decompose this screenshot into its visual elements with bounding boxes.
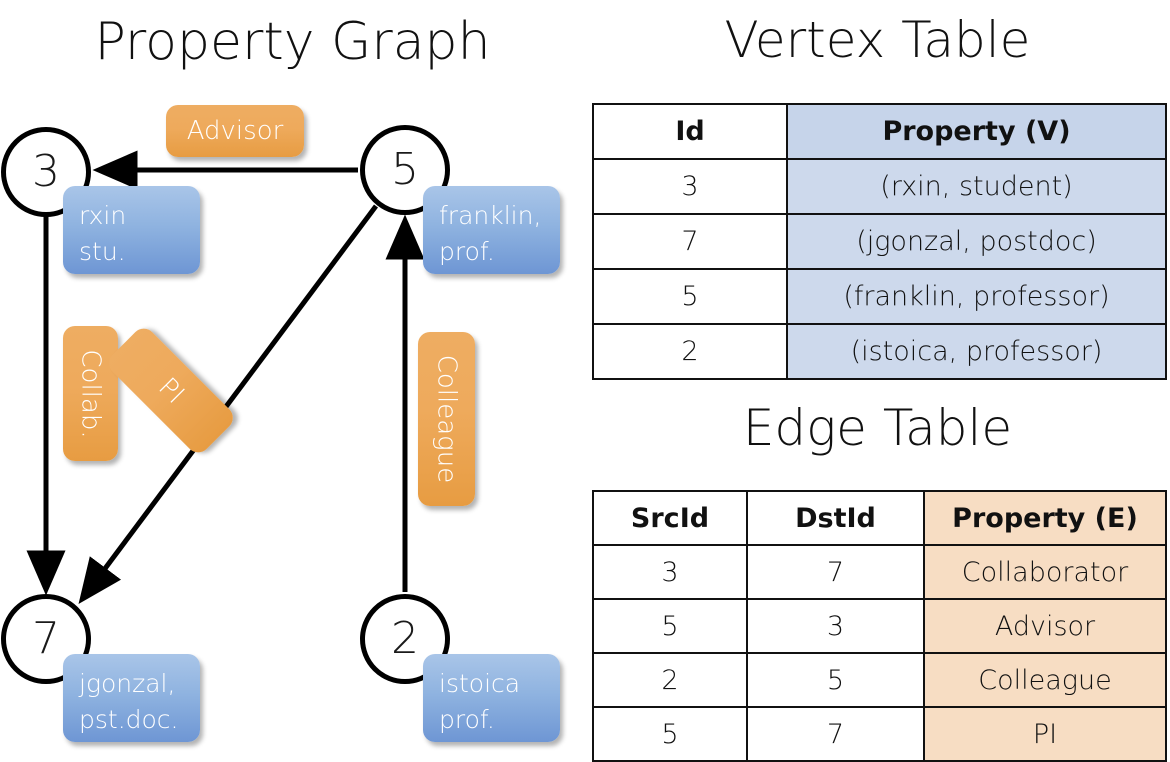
- property-graph-canvas: 3 5 7 2 rxin stu. franklin, prof. jgonza…: [0, 0, 585, 760]
- edge-cell-srcid: 3: [592, 544, 748, 600]
- edge-label-collab: Collab.: [63, 326, 118, 461]
- vertex-cell-property: (jgonzal, postdoc): [786, 213, 1167, 270]
- edge-table-header-srcid: SrcId: [592, 490, 748, 546]
- vertex-cell-id: 5: [592, 268, 788, 325]
- node-property-box-3: rxin stu.: [63, 186, 200, 274]
- graph-node-7-label: 7: [32, 613, 60, 664]
- vertex-cell-property: (rxin, student): [786, 158, 1167, 215]
- edge-label-colleague-text: Colleague: [431, 354, 462, 484]
- table-row: 5 (franklin, professor): [592, 268, 1167, 325]
- edge-cell-property: PI: [923, 706, 1167, 762]
- table-row: 3 7 Collaborator: [592, 544, 1167, 600]
- edge-table-header-property: Property (E): [923, 490, 1167, 546]
- edge-cell-srcid: 2: [592, 652, 748, 708]
- page-title-property-graph: Property Graph: [94, 12, 491, 72]
- node-property-2-line2: prof.: [439, 705, 495, 734]
- vertex-cell-property: (istoica, professor): [786, 323, 1167, 380]
- node-property-5-line1: franklin,: [439, 201, 542, 230]
- page-title-vertex-table: Vertex Table: [724, 11, 1031, 69]
- edge-label-advisor: Advisor: [166, 105, 304, 157]
- node-property-box-5: franklin, prof.: [423, 186, 560, 274]
- table-row: 2 (istoica, professor): [592, 323, 1167, 380]
- edge-cell-dstid: 7: [746, 544, 925, 600]
- graph-node-2-label: 2: [391, 613, 419, 664]
- table-row: 2 5 Colleague: [592, 652, 1167, 708]
- edge-table: SrcId DstId Property (E) 3 7 Collaborato…: [592, 490, 1167, 762]
- edge-cell-srcid: 5: [592, 598, 748, 654]
- node-property-box-2: istoica prof.: [423, 654, 560, 742]
- graph-node-3-label: 3: [32, 146, 60, 197]
- edge-label-collab-text: Collab.: [75, 348, 106, 439]
- edge-cell-dstid: 3: [746, 598, 925, 654]
- node-property-7-line1: jgonzal,: [79, 669, 176, 698]
- table-row: 7 (jgonzal, postdoc): [592, 213, 1167, 270]
- vertex-cell-id: 3: [592, 158, 788, 215]
- graph-edges-layer: [26, 150, 425, 605]
- node-property-5-line2: prof.: [439, 237, 495, 266]
- node-property-box-7: jgonzal, pst.doc.: [63, 654, 200, 742]
- vertex-table-header-row: Id Property (V): [592, 103, 1167, 160]
- edge-cell-property: Colleague: [923, 652, 1167, 708]
- edge-label-pi-text: PI: [152, 371, 190, 410]
- table-row: 5 7 PI: [592, 706, 1167, 762]
- vertex-cell-property: (franklin, professor): [786, 268, 1167, 325]
- graph-node-5[interactable]: 5: [360, 125, 450, 215]
- edge-label-colleague: Colleague: [418, 332, 475, 506]
- vertex-table-header-property: Property (V): [786, 103, 1167, 160]
- edge-label-advisor-text: Advisor: [186, 116, 284, 146]
- edge-table-header-row: SrcId DstId Property (E): [592, 490, 1167, 546]
- node-property-3-line1: rxin: [79, 201, 127, 230]
- edge-cell-dstid: 5: [746, 652, 925, 708]
- node-property-7-line2: pst.doc.: [79, 705, 179, 734]
- edge-cell-property: Collaborator: [923, 544, 1167, 600]
- page-title-edge-table: Edge Table: [742, 399, 1013, 457]
- graph-node-5-label: 5: [391, 144, 419, 195]
- node-property-2-line1: istoica: [439, 669, 521, 698]
- edge-cell-property: Advisor: [923, 598, 1167, 654]
- vertex-table: Id Property (V) 3 (rxin, student) 7 (jgo…: [592, 103, 1167, 380]
- node-property-3-line2: stu.: [79, 237, 126, 266]
- edge-cell-srcid: 5: [592, 706, 748, 762]
- table-row: 5 3 Advisor: [592, 598, 1167, 654]
- table-row: 3 (rxin, student): [592, 158, 1167, 215]
- graph-node-2[interactable]: 2: [360, 594, 450, 684]
- vertex-table-header-id: Id: [592, 103, 788, 160]
- edge-5-to-7: [78, 204, 379, 605]
- vertex-cell-id: 7: [592, 213, 788, 270]
- edge-table-header-dstid: DstId: [746, 490, 925, 546]
- edge-cell-dstid: 7: [746, 706, 925, 762]
- vertex-cell-id: 2: [592, 323, 788, 380]
